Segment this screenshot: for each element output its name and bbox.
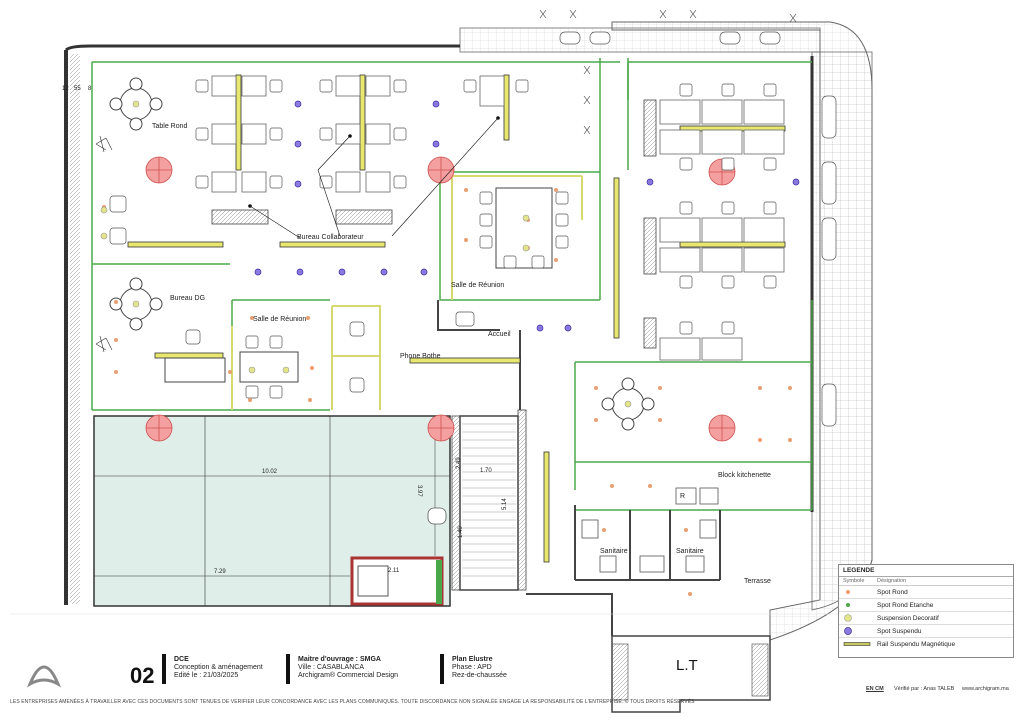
red-suspensions — [145, 156, 736, 442]
leader-lines — [248, 116, 500, 239]
green-door-strip — [436, 560, 442, 604]
legend-col-symbole: Symbole — [843, 578, 865, 584]
label-kitchen-r: R — [680, 493, 685, 500]
label-kitchenette: Block kitchenette — [718, 472, 771, 479]
meeting-table-1 — [495, 187, 553, 269]
tb-ville: Ville : CASABLANCA — [298, 664, 365, 671]
dg-desk — [164, 357, 226, 383]
legend-label: Spot Rond — [877, 588, 908, 596]
hatched-wall-left — [70, 54, 80, 604]
label-lt: L.T — [676, 657, 698, 674]
tb-niveau: Rez-de-chaussée — [452, 672, 507, 679]
lt-hatch-left — [611, 643, 629, 701]
tb-bar-1 — [162, 654, 166, 684]
dim-1-40: 1.40 — [458, 526, 464, 538]
lt-block — [611, 635, 771, 713]
staircase — [459, 415, 519, 591]
spots-suspendus — [254, 100, 800, 332]
legend-row-spot-suspendu: Spot Suspendu — [839, 625, 1013, 638]
yellow-walls — [231, 175, 583, 410]
tb-bar-2 — [286, 654, 290, 684]
label-accueil: Accueil — [488, 331, 511, 338]
stair-wall-hatch — [451, 415, 461, 591]
dim-5-14: 5.14 — [502, 498, 508, 510]
partitions — [91, 58, 813, 511]
rail-icon — [843, 642, 871, 646]
chairs — [109, 31, 837, 427]
dim-8: 8 — [88, 86, 92, 92]
tb-plan-block: Plan Elustre Phase : APD Rez-de-chaussée — [452, 656, 507, 680]
planters — [211, 99, 657, 349]
verifie-label: Vérifié par : Anas TALEB — [894, 686, 955, 692]
label-salle-reunion-2: Salle de Réunion — [451, 282, 504, 289]
tb-dce-block: DCE Conception & aménagement Edité le : … — [174, 656, 263, 680]
legend-panel: LEGENDE Symbole Désignation Spot Rond Sp… — [838, 564, 1014, 658]
tb-phase: Phase : APD — [452, 664, 492, 671]
dim-3-97: 3.97 — [416, 485, 422, 497]
legend-columns: Symbole Désignation — [839, 577, 1013, 586]
label-salle-reunion-1: Salle de Réunion — [253, 316, 306, 323]
dim-55: 55 — [74, 86, 81, 92]
round-tables — [109, 77, 655, 431]
spots-round — [102, 188, 792, 596]
meeting-table-2 — [239, 351, 299, 383]
tb-conception: Conception & aménagement — [174, 664, 263, 671]
legend-row-suspension: Suspension Decoratif — [839, 612, 1013, 625]
dim-7-29: 7.29 — [214, 569, 226, 575]
footer-disclaimer: LES ENTREPRISES AMENÉES À TRAVAILLER AVE… — [10, 699, 695, 705]
terrace-right-band — [811, 51, 873, 611]
tb-plan: Plan Elustre — [452, 656, 493, 663]
service-walls — [437, 300, 721, 581]
stair-wall-hatch-right — [517, 409, 527, 591]
tb-edite: Edité le : 21/03/2025 — [174, 672, 239, 679]
legend-title: LEGENDE — [839, 565, 1013, 577]
outer-wall-top — [64, 44, 460, 52]
website-label: www.archigram.ma — [962, 686, 1009, 692]
legend-row-spot-etanche: Spot Rond Etanche — [839, 599, 1013, 612]
stair-steps — [462, 423, 516, 577]
magnetic-rails — [127, 74, 786, 563]
en-cm-label: EN CM — [866, 686, 884, 692]
legend-label: Rail Suspendu Magnétique — [877, 640, 956, 648]
label-bureau-dg: Bureau DG — [170, 295, 205, 302]
bottom-wall — [526, 593, 613, 636]
suspension-icon — [844, 614, 852, 622]
legend-label: Spot Suspendu — [877, 627, 922, 635]
tb-dce: DCE — [174, 656, 189, 663]
label-table-rond: Table Rond — [152, 123, 188, 130]
workstation-desks — [211, 75, 785, 361]
sanitary-fixtures — [427, 487, 719, 573]
label-sanitaire-2: Sanitaire — [676, 548, 704, 555]
label-bureau-collab: Bureau Collaborateur — [297, 234, 364, 241]
sheet-number: 02 — [130, 663, 154, 688]
dim-2-49: 2.49 — [456, 457, 462, 469]
archigram-logo — [26, 665, 62, 688]
tb-maitre: Maitre d'ouvrage : SMGA — [298, 656, 381, 663]
label-sanitaire-1: Sanitaire — [600, 548, 628, 555]
dim-2-11: 2.11 — [388, 568, 400, 574]
legend-label: Suspension Decoratif — [877, 614, 939, 622]
red-service-fixture — [357, 565, 389, 597]
suspensions-decoratives — [100, 100, 632, 408]
legend-row-rail: Rail Suspendu Magnétique — [839, 638, 1013, 650]
tb-bar-3 — [440, 654, 444, 684]
spot-suspendu-icon — [844, 627, 852, 635]
dim-10-02: 10.02 — [262, 469, 278, 475]
label-terrasse: Terrasse — [744, 578, 771, 585]
spot-rond-icon — [846, 590, 850, 594]
dim-12: 12 — [62, 86, 69, 92]
lt-hatch-right — [751, 643, 769, 697]
red-service-room — [350, 556, 444, 606]
tb-archigram: Archigram® Commercial Design — [298, 672, 399, 679]
tb-maitre-block: Maitre d'ouvrage : SMGA Ville : CASABLAN… — [298, 656, 398, 680]
spot-etanche-icon — [846, 603, 850, 607]
legend-col-designation: Désignation — [877, 578, 907, 584]
legend-row-spot-rond: Spot Rond — [839, 586, 1013, 599]
legend-label: Spot Rond Etanche — [877, 601, 934, 609]
dim-1-70: 1.70 — [480, 468, 492, 474]
label-phone-booth: Phone Bothe — [400, 353, 441, 360]
plant-icons — [95, 9, 797, 353]
